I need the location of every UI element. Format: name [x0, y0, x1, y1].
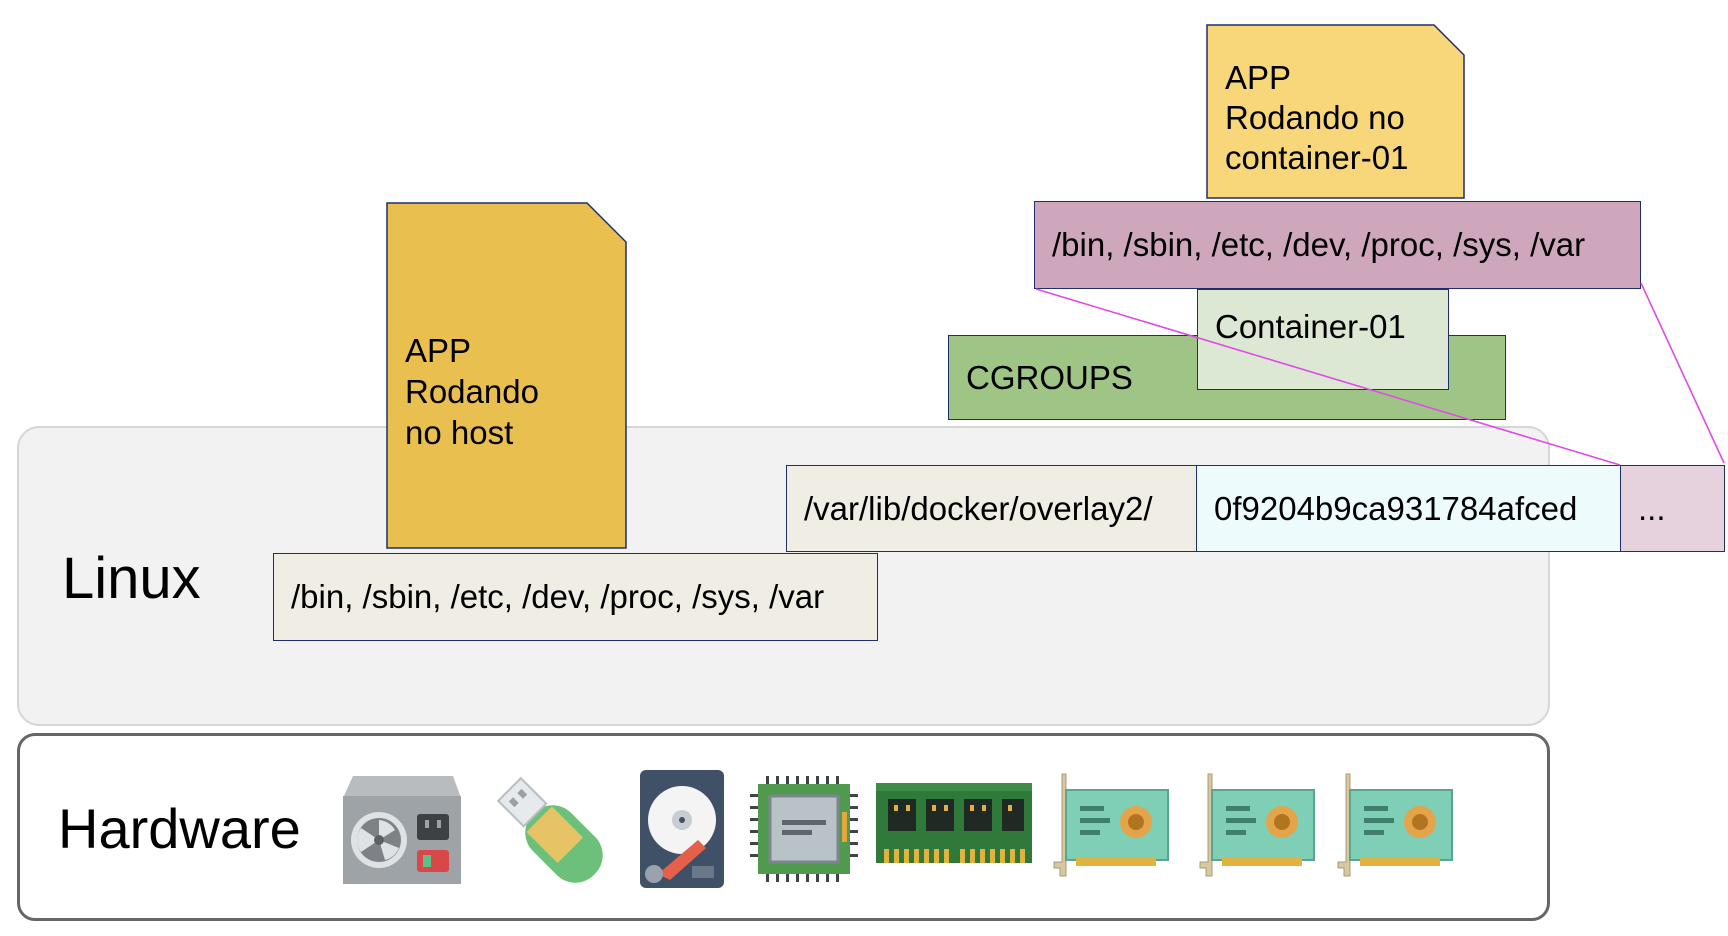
container-app-text: APP Rodando no container-01	[1207, 48, 1463, 178]
container-name-box: Container-01	[1197, 289, 1449, 390]
connector-line-right	[1640, 282, 1725, 464]
overlay-path-label: /var/lib/docker/overlay2/	[804, 489, 1153, 527]
cpu-chip-icon	[750, 776, 858, 882]
container-id-box: 0f9204b9ca931784afced	[1196, 465, 1621, 552]
linux-label: Linux	[62, 546, 201, 611]
connector-line-left	[1035, 288, 1621, 466]
host-filesystem-box: /bin, /sbin, /etc, /dev, /proc, /sys, /v…	[273, 553, 878, 641]
expansion-card-icon	[1053, 773, 1169, 877]
container-app-line-2: Rodando no	[1225, 99, 1405, 136]
container-app-line-1: APP	[1225, 59, 1292, 96]
container-app-line-3: container-01	[1225, 139, 1409, 176]
host-app-line-3: no host	[405, 414, 514, 451]
container-filesystem-label: /bin, /sbin, /etc, /dev, /proc, /sys, /v…	[1052, 226, 1586, 263]
ellipsis-label: ...	[1638, 489, 1666, 527]
power-supply-icon	[343, 776, 461, 884]
expansion-card-icon	[1199, 773, 1315, 877]
container-filesystem-box: /bin, /sbin, /etc, /dev, /proc, /sys, /v…	[1034, 201, 1641, 289]
overlay-path-box: /var/lib/docker/overlay2/	[786, 465, 1197, 552]
container-id-label: 0f9204b9ca931784afced	[1214, 489, 1578, 527]
ram-module-icon	[876, 783, 1032, 863]
host-app-line-2: Rodando	[405, 373, 539, 410]
host-app-line-1: APP	[405, 332, 472, 369]
host-filesystem-label: /bin, /sbin, /etc, /dev, /proc, /sys, /v…	[291, 578, 825, 615]
ellipsis-box: ...	[1620, 465, 1725, 552]
hard-disk-icon	[640, 770, 724, 888]
cgroups-label: CGROUPS	[966, 358, 1133, 396]
usb-drive-icon	[496, 776, 603, 883]
hardware-label: Hardware	[58, 797, 301, 860]
container-name-label: Container-01	[1215, 308, 1406, 345]
expansion-card-icon	[1337, 773, 1453, 877]
host-app-text: APP Rodando no host	[387, 318, 625, 453]
